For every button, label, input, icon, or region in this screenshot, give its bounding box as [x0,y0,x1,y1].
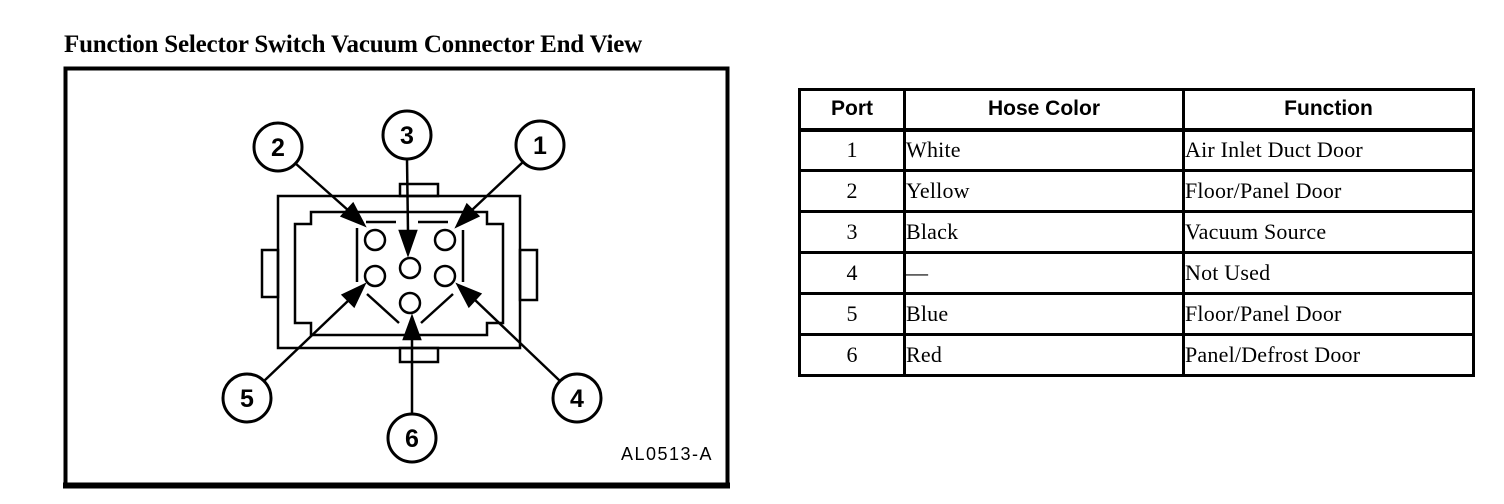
cell-port: 4 [798,251,906,295]
arrow-2 [294,162,367,228]
col-header-port: Port [798,88,906,132]
table-header-row: Port Hose Color Function [798,88,1475,132]
connector-left-tab [260,248,280,299]
svg-text:6: 6 [405,425,419,453]
cell-port: 1 [798,128,906,172]
cell-hose-color: Blue [903,292,1185,336]
cell-hose-color: — [903,251,1185,295]
port-cavity-outline [355,220,465,324]
table-row: 5 Blue Floor/Panel Door [798,292,1475,336]
connector-diagram: 2 3 1 5 6 4 AL0513-A [63,66,730,489]
connector-bottom-tab [398,346,440,364]
table-row: 6 Red Panel/Defrost Door [798,333,1475,377]
cell-port: 5 [798,292,906,336]
connector-right-tab [518,248,539,302]
svg-text:5: 5 [240,385,254,413]
svg-text:3: 3 [400,122,414,150]
connector-outer-shell [276,194,522,350]
table-row: 1 White Air Inlet Duct Door [798,128,1475,172]
callout-5: 5 [221,372,273,424]
callout-1: 1 [514,119,566,171]
port-hole-3 [398,256,422,280]
table-row: 2 Yellow Floor/Panel Door [798,169,1475,213]
cell-hose-color: Yellow [903,169,1185,213]
cell-function: Air Inlet Duct Door [1182,128,1475,172]
port-hole-5 [363,264,387,288]
arrow-6 [402,313,422,414]
col-header-hose-color: Hose Color [903,88,1185,132]
svg-text:2: 2 [271,134,285,162]
arrow-5 [263,282,367,382]
port-hole-4 [433,264,457,288]
cell-hose-color: Red [903,333,1185,377]
connector-inner-shell [293,210,505,337]
connector-top-tab [398,182,440,198]
connector-body [260,182,539,364]
cell-port: 2 [798,169,906,213]
arrow-4 [455,282,561,382]
table-row: 3 Black Vacuum Source [798,210,1475,254]
arrow-1 [454,161,524,229]
vacuum-port-table: Port Hose Color Function 1 White Air Inl… [798,88,1475,377]
callout-2: 2 [252,121,304,173]
svg-text:1: 1 [533,132,547,160]
cell-hose-color: White [903,128,1185,172]
cell-function: Vacuum Source [1182,210,1475,254]
cell-function: Floor/Panel Door [1182,292,1475,336]
col-header-function: Function [1182,88,1475,132]
arrow-3 [398,158,418,258]
port-hole-6 [398,291,422,315]
cell-port: 3 [798,210,906,254]
callout-4: 4 [551,372,603,424]
figure-frame [63,66,730,489]
cell-function: Not Used [1182,251,1475,295]
cell-port: 6 [798,333,906,377]
port-hole-2 [363,228,387,252]
figure-code: AL0513-A [621,444,713,464]
callout-6: 6 [386,412,438,464]
cell-function: Floor/Panel Door [1182,169,1475,213]
port-hole-1 [433,228,457,252]
cell-hose-color: Black [903,210,1185,254]
callout-3: 3 [381,109,433,161]
figure-title: Function Selector Switch Vacuum Connecto… [64,31,643,58]
svg-text:4: 4 [570,385,584,413]
cell-function: Panel/Defrost Door [1182,333,1475,377]
table-row: 4 — Not Used [798,251,1475,295]
